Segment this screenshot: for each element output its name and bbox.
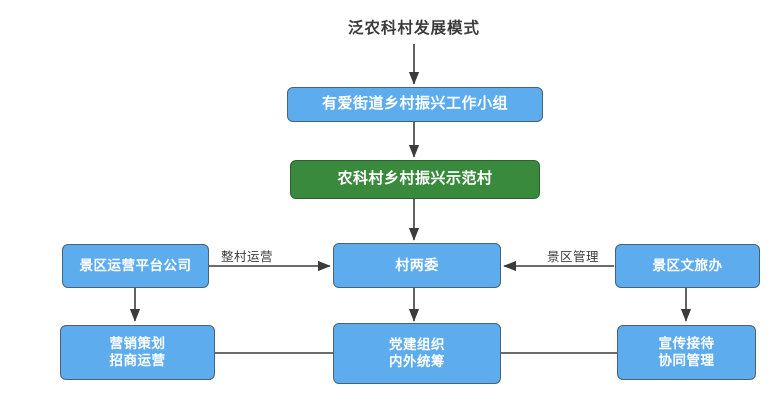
node-village-committee[interactable]: 村两委 — [333, 243, 501, 288]
diagram-title: 泛农科村发展模式 — [347, 20, 480, 37]
node-platform-company[interactable]: 景区运营平台公司 — [62, 244, 209, 288]
node-demo-village[interactable]: 农科村乡村振兴示范村 — [290, 160, 540, 199]
node-platform-company-label: 景区运营平台公司 — [79, 257, 192, 273]
node-street-group-label: 有爱街道乡村振兴工作小组 — [321, 95, 508, 113]
node-culture-tourism-office-label: 景区文旅办 — [652, 257, 723, 273]
node-street-group[interactable]: 有爱街道乡村振兴工作小组 — [287, 87, 543, 122]
node-party-building-label: 党建组织 内外统筹 — [389, 336, 445, 369]
edge-label-whole-village-operation: 整村运营 — [219, 246, 276, 265]
node-culture-tourism-office[interactable]: 景区文旅办 — [615, 244, 760, 288]
node-marketing[interactable]: 营销策划 招商运营 — [60, 325, 215, 380]
node-publicity-label: 宣传接待 协同管理 — [658, 335, 715, 368]
node-marketing-label: 营销策划 招商运营 — [109, 335, 166, 368]
node-demo-village-label: 农科村乡村振兴示范村 — [337, 170, 493, 188]
node-party-building[interactable]: 党建组织 内外统筹 — [333, 323, 501, 384]
edge-label-scenic-management: 景区管理 — [545, 246, 602, 265]
node-publicity[interactable]: 宣传接待 协同管理 — [617, 325, 756, 380]
node-village-committee-label: 村两委 — [395, 256, 439, 273]
